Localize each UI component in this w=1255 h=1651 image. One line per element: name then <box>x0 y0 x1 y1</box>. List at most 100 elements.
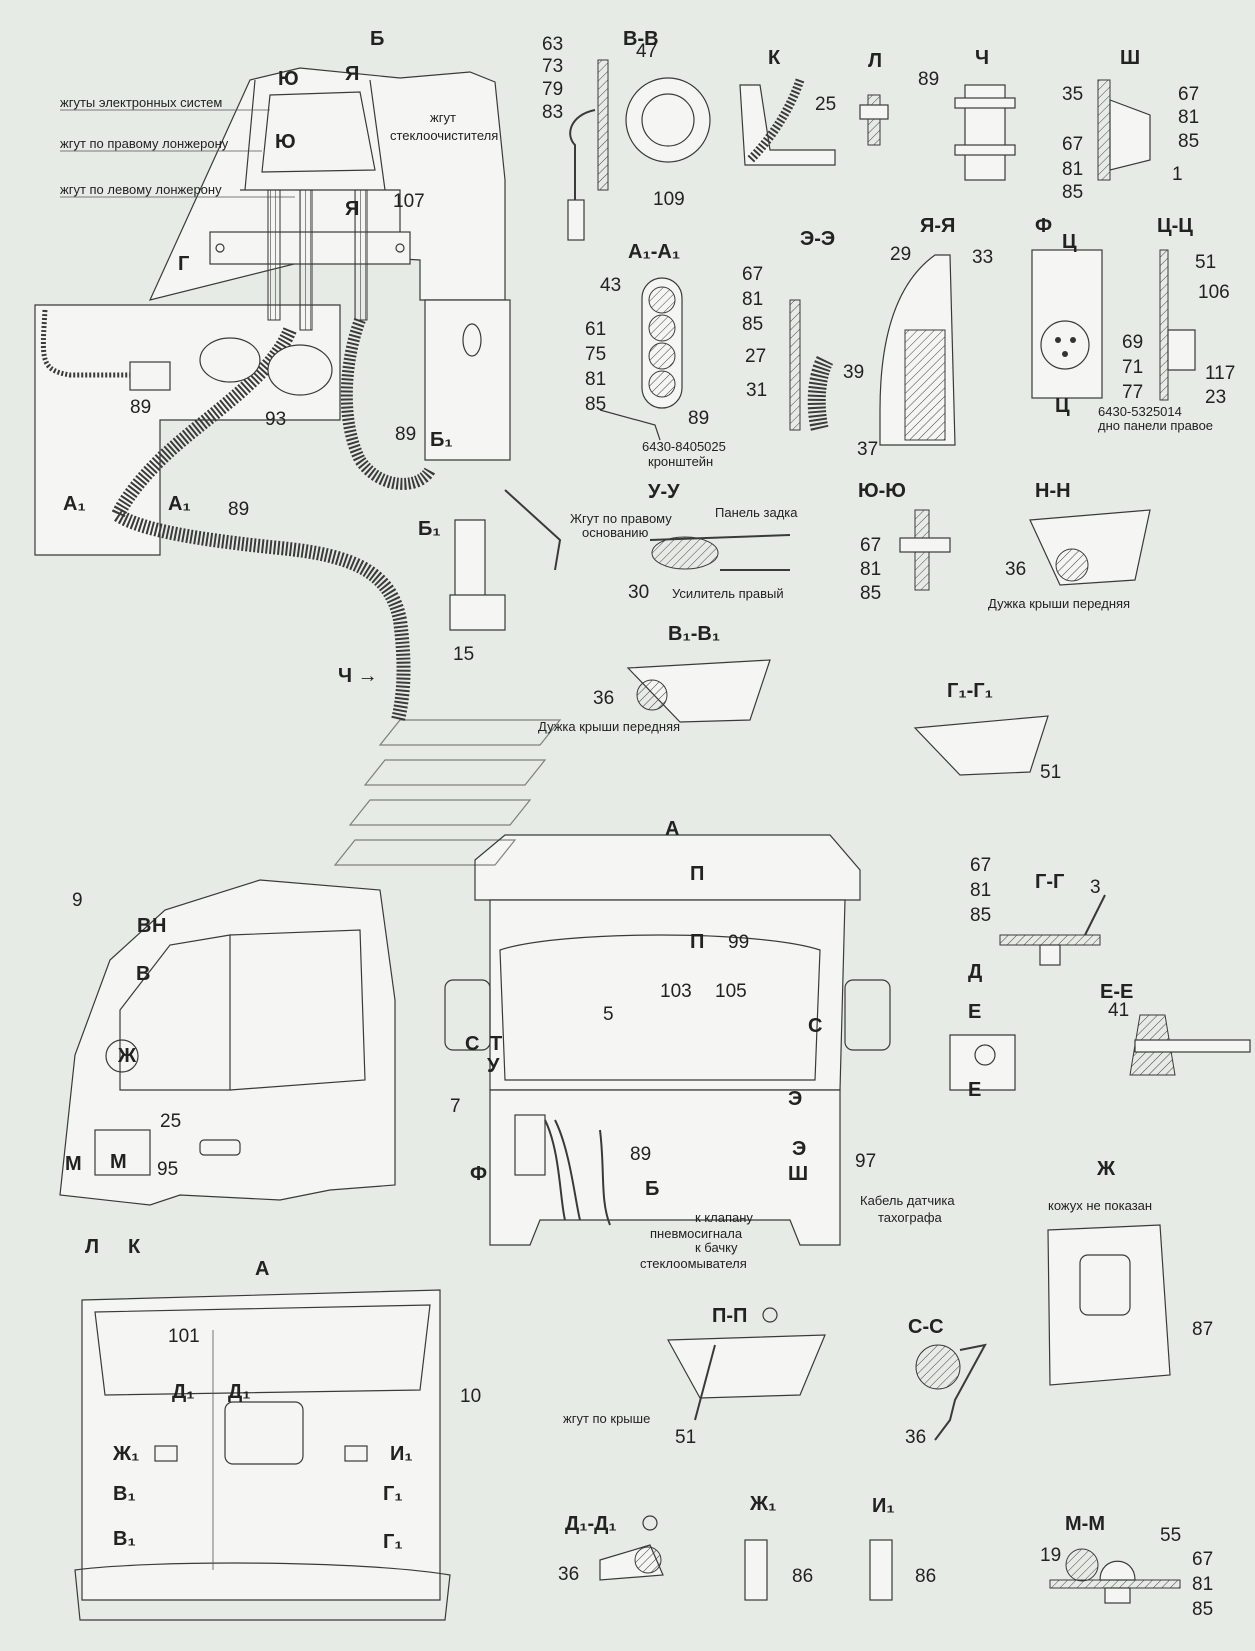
callout-19: 19 <box>1040 1545 1061 1566</box>
bracket-slot <box>462 323 482 357</box>
note-wiper-harness: стеклоочистителя <box>390 128 498 143</box>
harness-section <box>651 536 719 570</box>
rear-window <box>499 934 821 1081</box>
harness-section <box>904 329 946 441</box>
clip <box>1099 1560 1136 1581</box>
section-mark-u: У <box>487 1055 500 1077</box>
section-vv: В-В 63 73 79 83 47 109 <box>542 28 711 241</box>
callout-25: 25 <box>160 1111 181 1132</box>
view-title-d1d1: Д₁-Д₁ <box>565 1513 617 1535</box>
callout-3: 3 <box>1090 877 1101 898</box>
callout-67: 67 <box>1062 134 1083 155</box>
corrugated-tube <box>114 509 411 722</box>
harness <box>694 1344 716 1421</box>
view-title-zh: Ж <box>1096 1158 1116 1180</box>
view-title-ee: Е-Е <box>1100 981 1133 1003</box>
section-mark-s: С <box>465 1033 479 1055</box>
callout-9: 9 <box>72 890 83 911</box>
callout-36: 36 <box>593 688 614 709</box>
section-ee: Е-Е 41 <box>1100 981 1251 1076</box>
callout-37: 37 <box>857 439 878 460</box>
view-title-yaya: Я-Я <box>920 215 955 237</box>
section-mark-t: Т <box>490 1033 502 1055</box>
section-mark-a1: А₁ <box>63 493 86 515</box>
callout-83: 83 <box>542 102 563 123</box>
view-title-f: Ф <box>1035 215 1052 237</box>
callout-67: 67 <box>860 535 881 556</box>
view-title-ch: Ч <box>975 47 989 69</box>
section-wall <box>789 299 801 431</box>
view-title-pp: П-П <box>712 1305 747 1327</box>
corrugated-tube <box>807 355 834 433</box>
view-b-detail: Б жгуты электронных систем жгут по прав <box>34 28 562 722</box>
bracket-3 <box>1084 894 1106 936</box>
note-panel-code: 6430-5325014 <box>1098 404 1182 419</box>
section-mark-ts: Ц <box>1062 231 1077 253</box>
callout-36: 36 <box>558 1564 579 1585</box>
callout-71: 71 <box>1122 357 1143 378</box>
section-mark-l: Л <box>85 1236 99 1258</box>
callout-85: 85 <box>585 394 606 415</box>
section-body <box>1029 509 1151 586</box>
section-body <box>913 715 1049 776</box>
callout-67: 67 <box>1192 1549 1213 1570</box>
note-casing-not-shown: кожух не показан <box>1048 1198 1152 1213</box>
section-v1v1: В₁-В₁ 36 Дужка крыши передняя <box>538 623 771 734</box>
callout-89: 89 <box>228 499 249 520</box>
lamp-socket <box>744 1539 768 1601</box>
hose <box>569 109 596 200</box>
section-zh: Ж кожух не показан 87 <box>1047 1158 1213 1386</box>
view-title-ss: С-С <box>908 1316 944 1338</box>
callout-39: 39 <box>843 362 864 383</box>
section-mm: М-М 19 55 67 81 85 <box>1040 1513 1213 1620</box>
lamp-right <box>344 1445 368 1462</box>
view-a-title: А <box>255 1258 269 1280</box>
section-mark-yu: Ю <box>278 68 299 90</box>
hole <box>974 1044 996 1066</box>
section-mark-ya: Я <box>345 63 359 85</box>
callout-5: 5 <box>603 1004 614 1025</box>
lamp-left <box>154 1445 178 1462</box>
windshield <box>94 1304 431 1396</box>
section-mark-d1: Д₁ <box>228 1381 251 1403</box>
section-a1a1: А₁-А₁ 43 61 75 81 85 89 6430-8405025 кро… <box>585 241 726 469</box>
callout-81: 81 <box>970 880 991 901</box>
view-title-vv: В-В <box>623 28 659 50</box>
panel-section <box>999 934 1101 946</box>
harness-bundle <box>267 189 281 321</box>
mirror-left <box>444 979 491 1051</box>
note-wiper-harness: жгут <box>430 110 456 125</box>
clamp <box>954 144 1016 156</box>
terminal-studs <box>215 243 405 253</box>
section-yaya: Я-Я 29 33 37 <box>857 215 993 460</box>
section-mark-v1: В₁ <box>113 1483 136 1505</box>
harness <box>746 78 805 164</box>
connector-block <box>129 361 171 391</box>
section-mark-e3: Э <box>792 1138 806 1160</box>
note-roof-harness: жгут по крыше <box>563 1411 650 1426</box>
frame-window <box>261 91 376 173</box>
note-to-valve: пневмосигнала <box>650 1226 743 1241</box>
corrugated-tube <box>111 327 297 518</box>
cab-side <box>59 879 396 1206</box>
panel-section <box>1049 1579 1181 1589</box>
callout-7: 7 <box>450 1096 461 1117</box>
callout-35: 35 <box>1062 84 1083 105</box>
section-mark-m: М <box>65 1153 82 1175</box>
section-symbol <box>642 1515 658 1531</box>
section-mark-b1: Б₁ <box>418 518 441 540</box>
door-handle <box>199 1139 241 1156</box>
section-mark-yu: Ю <box>275 131 296 153</box>
note-harness-right-rail: жгут по правому лонжерону <box>60 136 229 151</box>
harness-bundle <box>299 189 313 331</box>
callout-47: 47 <box>636 41 657 62</box>
lamp-cell <box>648 286 676 314</box>
harness-section <box>634 1546 662 1574</box>
callout-29: 29 <box>890 244 911 265</box>
note-to-valve: к клапану <box>695 1210 753 1225</box>
callout-30: 30 <box>628 582 649 603</box>
view-title-yuyu: Ю-Ю <box>858 480 906 502</box>
callout-10: 10 <box>460 1386 481 1407</box>
section-mark-i1: И₁ <box>390 1443 413 1465</box>
view-title-uu: У-У <box>648 481 680 503</box>
